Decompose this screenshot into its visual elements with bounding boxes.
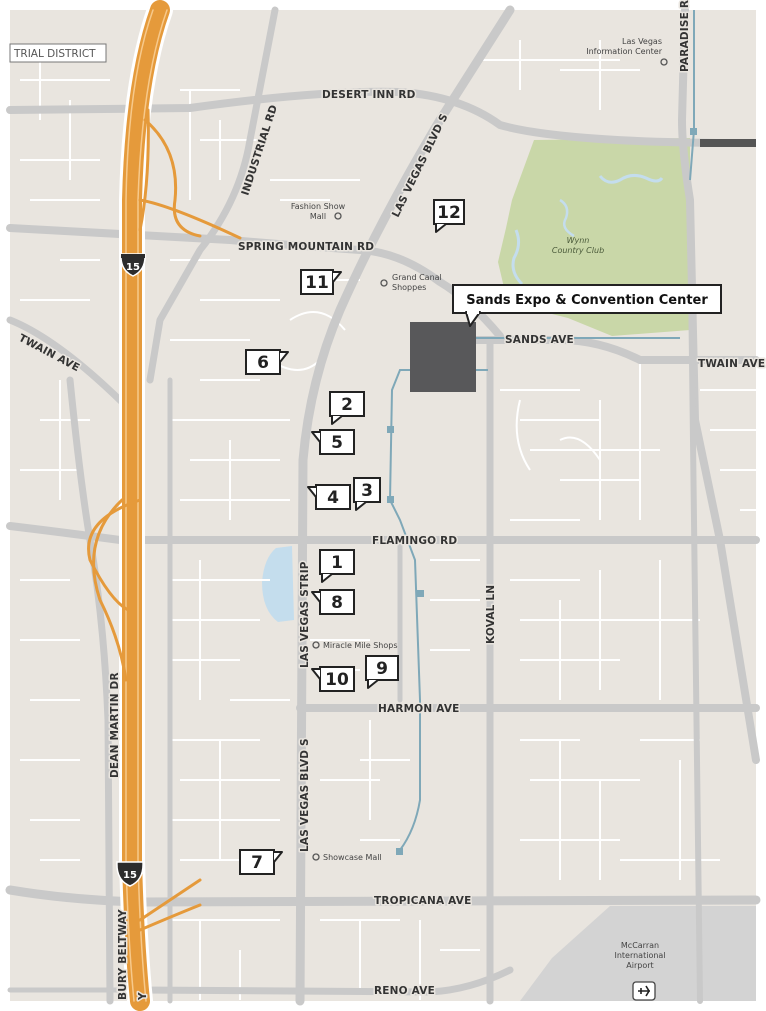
- hotel-marker-number: 11: [305, 273, 329, 293]
- poi-icon: [312, 641, 320, 649]
- label-tropicana: TROPICANA AVE: [374, 895, 472, 907]
- label-twain-east: TWAIN AVE: [698, 358, 765, 370]
- label-wynn-1: Wynn: [567, 236, 590, 245]
- label-lv-info-2: Information Center: [586, 47, 662, 56]
- las-vegas-blvd: [295, 5, 515, 1006]
- golf-water: [598, 173, 664, 184]
- hotel-marker-5[interactable]: 5: [311, 429, 355, 455]
- hotel-marker-6[interactable]: 6: [245, 349, 289, 375]
- hotel-marker-number: 8: [331, 593, 343, 613]
- label-reno: RENO AVE: [374, 985, 435, 997]
- hotel-marker-7[interactable]: 7: [239, 849, 283, 875]
- hotel-marker-1[interactable]: 1: [319, 549, 355, 583]
- label-fashion-2: Mall: [310, 212, 326, 221]
- label-koval: KOVAL LN: [485, 585, 497, 644]
- label-airport-2: International: [614, 951, 665, 960]
- interstate-shield-north: 15: [120, 253, 146, 277]
- sands-ave: [466, 336, 760, 364]
- label-showcase: Showcase Mall: [323, 853, 382, 862]
- hotel-marker-3[interactable]: 3: [353, 477, 381, 511]
- hotel-marker-number: 1: [331, 553, 343, 573]
- label-harmon: HARMON AVE: [378, 703, 460, 715]
- label-grand-canal-1: Grand Canal: [392, 273, 442, 282]
- label-paradise: PARADISE R: [679, 0, 691, 72]
- convention-label: Sands Expo & Convention Center: [466, 293, 708, 308]
- flamingo-road: [6, 522, 760, 544]
- airplane-icon: [632, 981, 656, 1001]
- poi-icon: [312, 853, 320, 861]
- hotel-marker-10[interactable]: 10: [311, 666, 355, 692]
- label-wynn-2: Country Club: [552, 246, 604, 255]
- hotel-marker-number: 9: [376, 659, 388, 679]
- hotel-marker-number: 12: [437, 203, 461, 223]
- label-airport-3: Airport: [626, 961, 653, 970]
- hotel-marker-number: 10: [325, 670, 349, 690]
- district-label: TRIAL DISTRICT: [9, 43, 107, 63]
- label-spring-mountain: SPRING MOUNTAIN RD: [238, 241, 374, 253]
- label-fashion-1: Fashion Show: [291, 202, 346, 211]
- major-roads: [5, 5, 761, 1006]
- hotel-marker-number: 6: [257, 353, 269, 373]
- label-flamingo: FLAMINGO RD: [372, 535, 457, 547]
- monorail-stations: [387, 128, 697, 855]
- label-lv-info-1: Las Vegas: [622, 37, 662, 46]
- label-lv-strip: LAS VEGAS STRIP: [299, 561, 311, 668]
- label-miracle-mile: Miracle Mile Shops: [323, 641, 398, 650]
- convention-callout[interactable]: Sands Expo & Convention Center: [452, 284, 722, 327]
- reno-ave: [136, 966, 514, 996]
- label-desert-inn: DESERT INN RD: [322, 89, 416, 101]
- bellagio-lake: [262, 546, 294, 622]
- label-grand-canal-2: Shoppes: [392, 283, 426, 292]
- poi-icon: [380, 279, 388, 287]
- svg-text:15: 15: [123, 870, 137, 881]
- label-airport-1: McCarran: [621, 941, 659, 950]
- interstate-shield-south: 15: [116, 861, 144, 887]
- label-sands: SANDS AVE: [505, 334, 574, 346]
- paradise-road-2: [687, 197, 703, 1004]
- label-dean-martin: DEAN MARTIN DR: [109, 672, 121, 778]
- hotel-marker-4[interactable]: 4: [307, 484, 351, 510]
- industrial-road: [146, 6, 279, 384]
- hotel-marker-2[interactable]: 2: [329, 391, 365, 425]
- hotel-marker-number: 4: [327, 488, 339, 508]
- hotel-marker-number: 7: [251, 853, 263, 873]
- hotel-marker-number: 3: [361, 481, 373, 501]
- hotel-marker-8[interactable]: 8: [311, 589, 355, 615]
- poi-icon: [334, 212, 342, 220]
- hotel-marker-9[interactable]: 9: [365, 655, 399, 689]
- label-beltway-tail: Y: [137, 992, 149, 1001]
- hotel-marker-11[interactable]: 11: [300, 269, 342, 295]
- convention-building: [410, 322, 476, 392]
- label-lv-blvd-south: LAS VEGAS BLVD S: [299, 738, 311, 852]
- svg-text:TRIAL DISTRICT: TRIAL DISTRICT: [13, 48, 96, 60]
- hotel-marker-12[interactable]: 12: [433, 199, 465, 233]
- twain-ave-west: [6, 316, 134, 414]
- hotel-marker-number: 5: [331, 433, 343, 453]
- svg-text:15: 15: [126, 262, 140, 273]
- label-beltway: BURY BELTWAY: [117, 909, 129, 1000]
- poi-icon: [660, 58, 668, 66]
- interstate-15: [87, 0, 242, 1011]
- hotel-marker-number: 2: [341, 395, 353, 415]
